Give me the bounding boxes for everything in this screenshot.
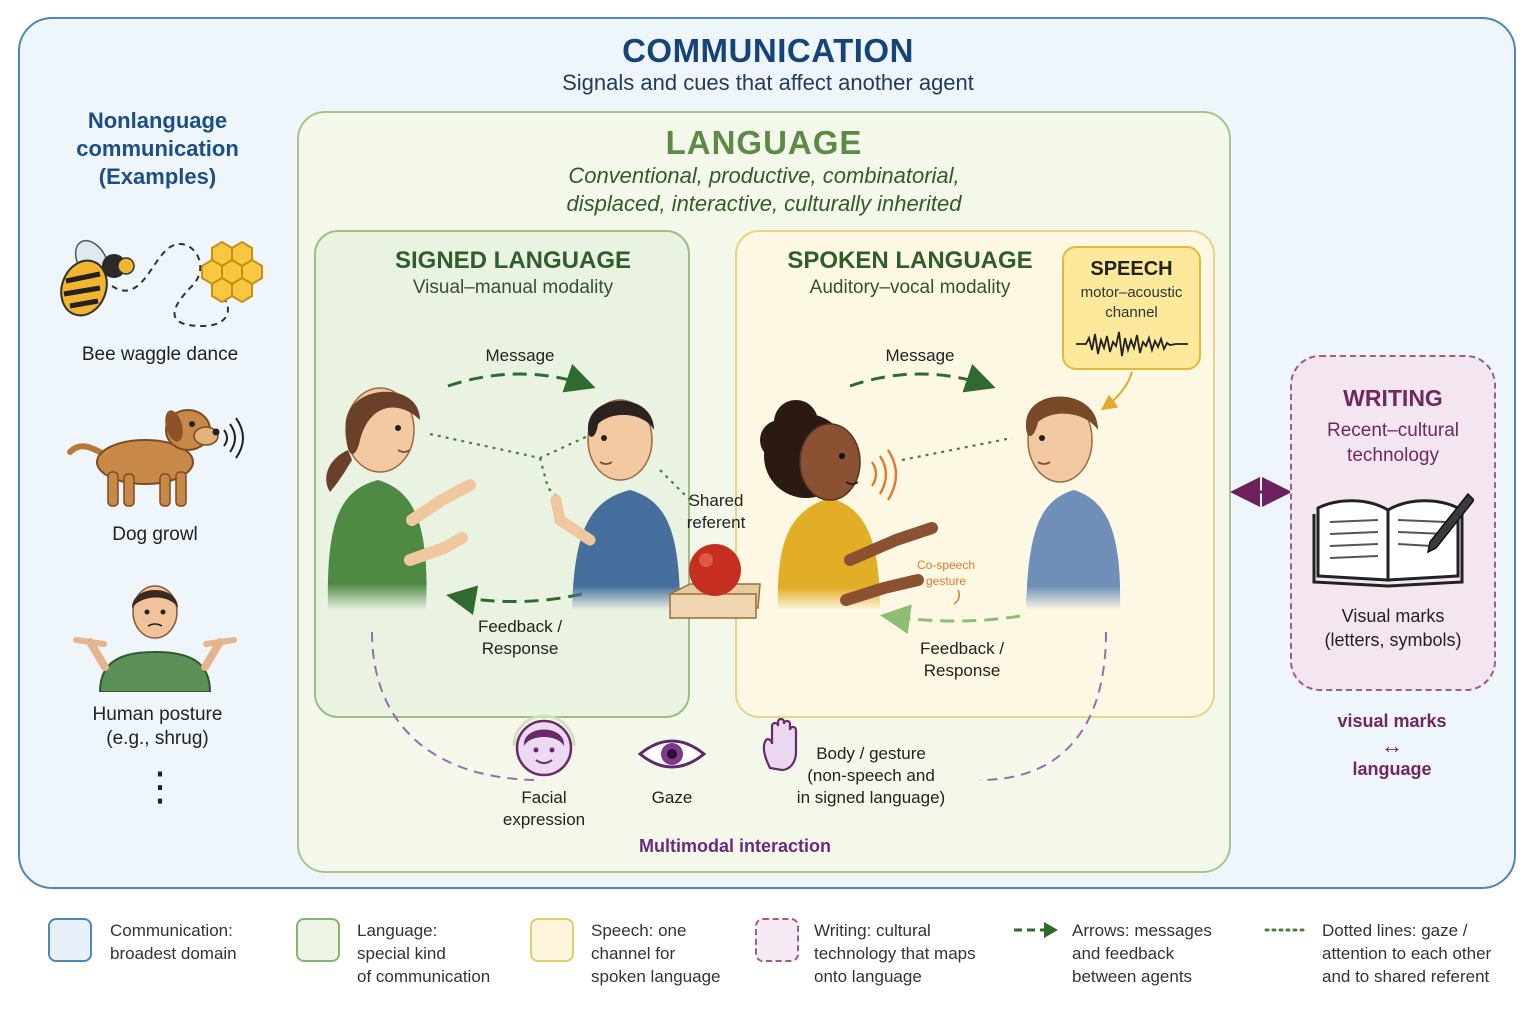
legend-language-text: Language: special kind of communication [357, 921, 491, 986]
nonlanguage-heading: Nonlanguage communication (Examples) [76, 108, 239, 189]
signed-feedback-label: Feedback / Response [477, 617, 563, 658]
multimodal-interaction-label: Multimodal interaction [638, 836, 831, 856]
legend-swatch-language [296, 918, 340, 962]
facial-expression-label: Facial expression [502, 788, 586, 829]
book-pen-icon [1312, 492, 1474, 588]
signed-language-title: SIGNED LANGUAGE [394, 247, 631, 274]
legend-swatch-writing [755, 918, 799, 962]
language-title: LANGUAGE [665, 124, 863, 161]
communication-subtitle: Signals and cues that affect another age… [562, 70, 974, 95]
visual-marks-relation-bottom: language [1352, 759, 1432, 779]
gaze-eye-icon [638, 739, 706, 769]
writing-marks-label: Visual marks (letters, symbols) [1324, 606, 1462, 650]
legend-speech-text: Speech: one channel for spoken language [591, 921, 721, 986]
dog-icon [67, 409, 244, 507]
dog-label: Dog growl [112, 524, 198, 545]
spoken-language-subtitle: Auditory–vocal modality [809, 277, 1011, 298]
shrug-person-icon [73, 585, 237, 692]
gaze-label: Gaze [651, 788, 693, 807]
speech-subtitle: motor–acoustic channel [1080, 284, 1183, 321]
cospeech-gesture-label: Co-speech gesture [916, 558, 976, 588]
visual-marks-relation-top: visual marks [1337, 711, 1447, 731]
legend-dashed-arrow-icon [1014, 922, 1058, 938]
legend-swatch-communication [48, 918, 92, 962]
signed-language-box [314, 230, 690, 718]
bee-label: Bee waggle dance [81, 344, 239, 365]
speech-title: SPEECH [1090, 258, 1173, 280]
legend-writing-text: Writing: cultural technology that maps o… [814, 921, 976, 986]
shrug-label: Human posture (e.g., shrug) [92, 704, 223, 749]
spoken-language-title: SPOKEN LANGUAGE [787, 247, 1033, 274]
hand-gesture-icon [762, 717, 798, 772]
signed-language-subtitle: Visual–manual modality [412, 277, 614, 298]
legend-arrows-text: Arrows: messages and feedback between ag… [1072, 921, 1212, 986]
speech-box [1062, 246, 1201, 370]
spoken-feedback-label: Feedback / Response [919, 639, 1005, 680]
legend-communication-text: Communication: broadest domain [110, 921, 237, 963]
signed-message-label: Message [485, 346, 555, 365]
writing-title: WRITING [1343, 385, 1443, 411]
facial-expression-icon [512, 714, 576, 777]
waveform-icon [1076, 331, 1188, 357]
relation-double-arrow: ↔ [1381, 733, 1403, 758]
language-description: Conventional, productive, combinatorial,… [566, 163, 962, 216]
spoken-message-label: Message [885, 346, 955, 365]
communication-title: COMMUNICATION [622, 32, 914, 69]
legend-swatch-speech [530, 918, 574, 962]
bee-icon [60, 239, 263, 328]
shared-referent-label: Shared referent [686, 491, 746, 532]
writing-subtitle: Recent–cultural technology [1326, 420, 1460, 466]
legend-dotted-text: Dotted lines: gaze / attention to each o… [1322, 921, 1492, 986]
body-gesture-label: Body / gesture (non-speech and in signed… [796, 744, 946, 807]
legend-dotted-line-icon [1264, 928, 1310, 932]
